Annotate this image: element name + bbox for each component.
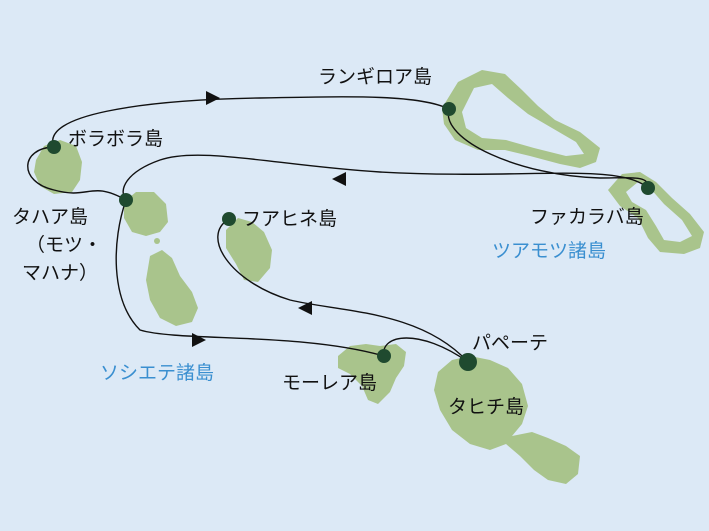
label-moorea: モーレア島 — [282, 372, 378, 394]
label-tahaa-mahana: マハナ） — [22, 262, 99, 284]
cruise-route — [27, 96, 649, 363]
route-arrows — [192, 91, 346, 347]
arrow-right-icon — [206, 91, 220, 105]
label-tahaa: タハア島 — [12, 206, 89, 228]
label-huahine: フアヒネ島 — [242, 208, 338, 230]
raiatea-island — [146, 250, 198, 326]
stops — [47, 102, 655, 371]
region-society: ソシエテ諸島 — [100, 362, 215, 384]
arrow-left-icon — [298, 301, 312, 315]
arrow-left-icon — [332, 172, 346, 186]
label-tahiti: タヒチ島 — [448, 396, 525, 418]
region-tuamotu: ツアモツ諸島 — [492, 240, 607, 262]
stop-tahaa — [119, 193, 133, 207]
route-papeete-huahine — [217, 218, 469, 363]
label-tahaa-motu: （モツ・ — [26, 234, 103, 256]
rangiroa-atoll — [442, 70, 600, 168]
label-bora-bora: ボラボラ島 — [68, 128, 164, 150]
route-tahaa-moorea — [115, 199, 385, 357]
route-bora-bora-rangiroa — [52, 96, 450, 148]
route-tahaa-bora-bora — [27, 146, 127, 201]
stop-papeete — [459, 353, 477, 371]
stop-huahine — [222, 212, 236, 226]
route-rangiroa-fakarava — [447, 108, 649, 189]
fakarava-atoll — [608, 172, 704, 254]
arrow-right-icon — [192, 333, 206, 347]
label-papeete: パペーテ — [472, 332, 549, 354]
huahine-island — [226, 218, 272, 282]
label-fakarava: ファカラバ島 — [530, 206, 644, 228]
stop-bora-bora — [47, 140, 61, 154]
tahaa-island — [124, 192, 168, 236]
route-fakarava-huahine — [122, 154, 649, 201]
tahiti-island — [434, 356, 580, 484]
stop-rangiroa — [442, 102, 456, 116]
bora-bora-island — [34, 140, 82, 194]
stop-moorea — [377, 349, 391, 363]
islet — [154, 238, 160, 244]
stop-fakarava — [641, 181, 655, 195]
label-rangiroa: ランギロア島 — [318, 66, 433, 88]
